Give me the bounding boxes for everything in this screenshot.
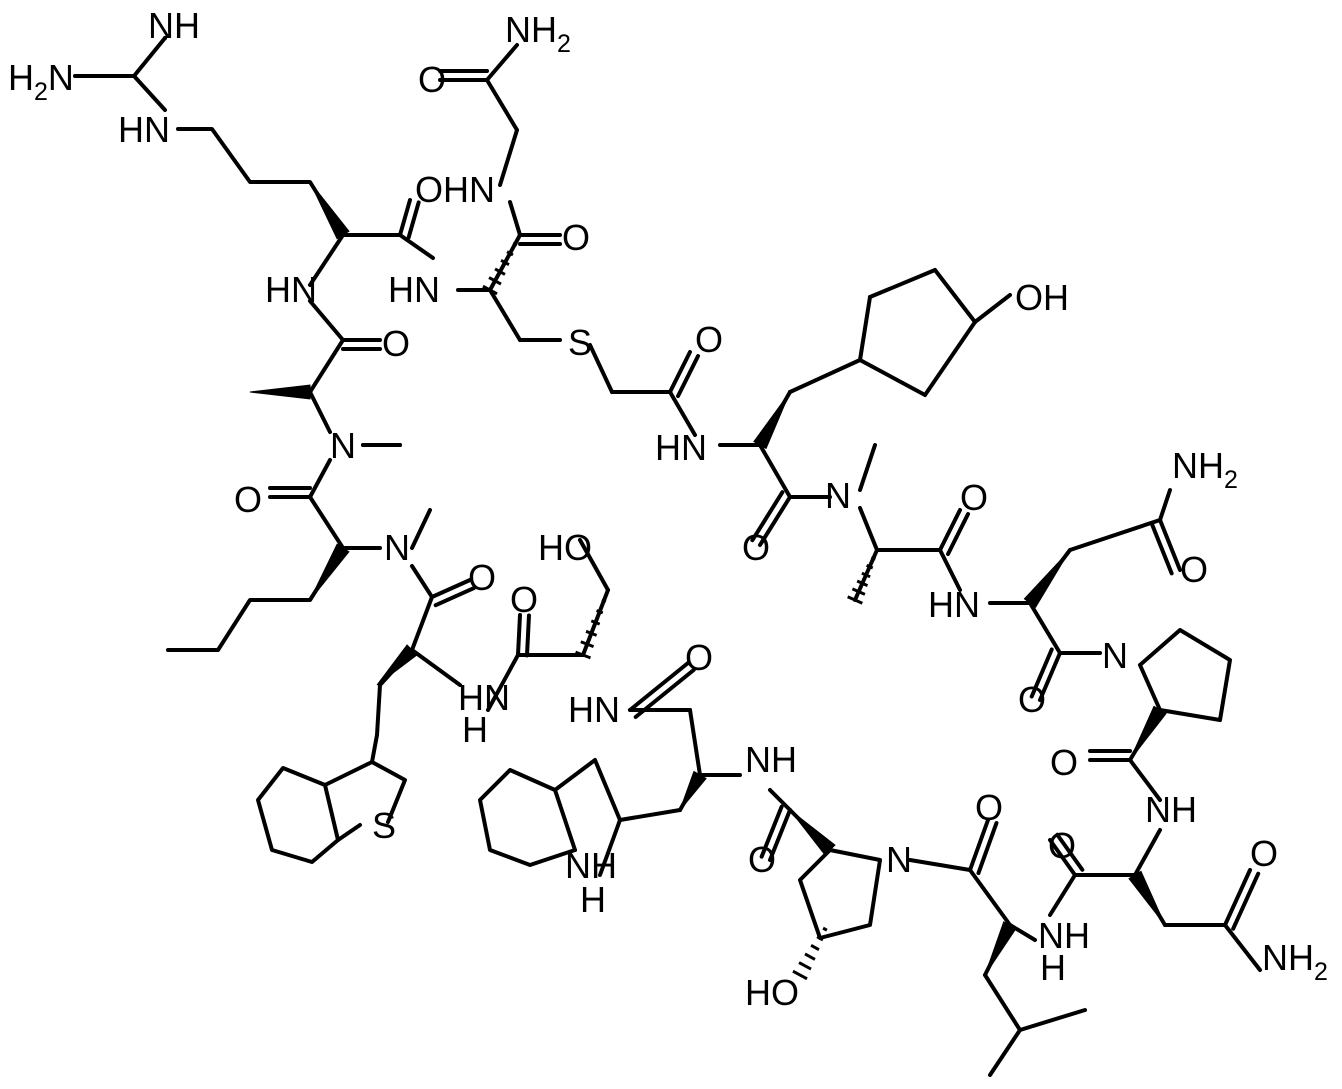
atom-label: NH — [1145, 789, 1197, 830]
atom-label: HN — [928, 584, 980, 625]
atom-label: O — [975, 787, 1003, 828]
atom-label: N — [1102, 635, 1128, 676]
atom-label: O — [742, 527, 770, 568]
atom-label: H — [462, 709, 488, 750]
atom-label: O — [234, 479, 262, 520]
atom-label: NH — [745, 739, 797, 780]
atom-label: NH — [148, 5, 200, 46]
atom-label: S — [372, 805, 396, 846]
atom-label: O — [1050, 742, 1078, 783]
atom-label: NH2 — [1172, 445, 1238, 494]
atom-label: H — [580, 879, 606, 920]
atom-label: O — [562, 217, 590, 258]
atom-label: O — [382, 323, 410, 364]
atom-label: O — [418, 59, 446, 100]
atom-label: O — [510, 579, 538, 620]
atom-label: HN — [118, 109, 170, 150]
atom-label: S — [568, 322, 592, 363]
atom-label: O — [1180, 549, 1208, 590]
atom-label: OH — [1015, 277, 1069, 318]
atom-label: O — [468, 557, 496, 598]
atom-label: HN — [265, 269, 317, 310]
atom-label: OHN — [415, 169, 495, 210]
atom-label: O — [1048, 825, 1076, 866]
atom-label: N — [886, 839, 912, 880]
atom-label: O — [695, 319, 723, 360]
atom-label: HN — [655, 427, 707, 468]
atom-label: NH2 — [505, 9, 571, 58]
atom-label: H — [1040, 947, 1066, 988]
atom-label: HO — [538, 527, 592, 568]
atom-label: HN — [388, 269, 440, 310]
atom-label: O — [1250, 833, 1278, 874]
atom-label: O — [1018, 679, 1046, 720]
atom-label: H2N — [8, 57, 74, 106]
atom-label: NH2 — [1262, 937, 1328, 986]
atom-label: O — [748, 839, 776, 880]
atom-label: O — [960, 477, 988, 518]
atom-label: HO — [745, 972, 799, 1013]
atom-label: O — [685, 637, 713, 678]
atom-label: HN — [568, 689, 620, 730]
atom-label: N — [825, 475, 851, 516]
atom-labels: NHH2NHNNH2OOHNOHNHNONSOHNOHONOHOONONH2OH… — [8, 5, 1328, 1013]
atom-label: N — [384, 527, 410, 568]
atom-label: N — [330, 425, 356, 466]
